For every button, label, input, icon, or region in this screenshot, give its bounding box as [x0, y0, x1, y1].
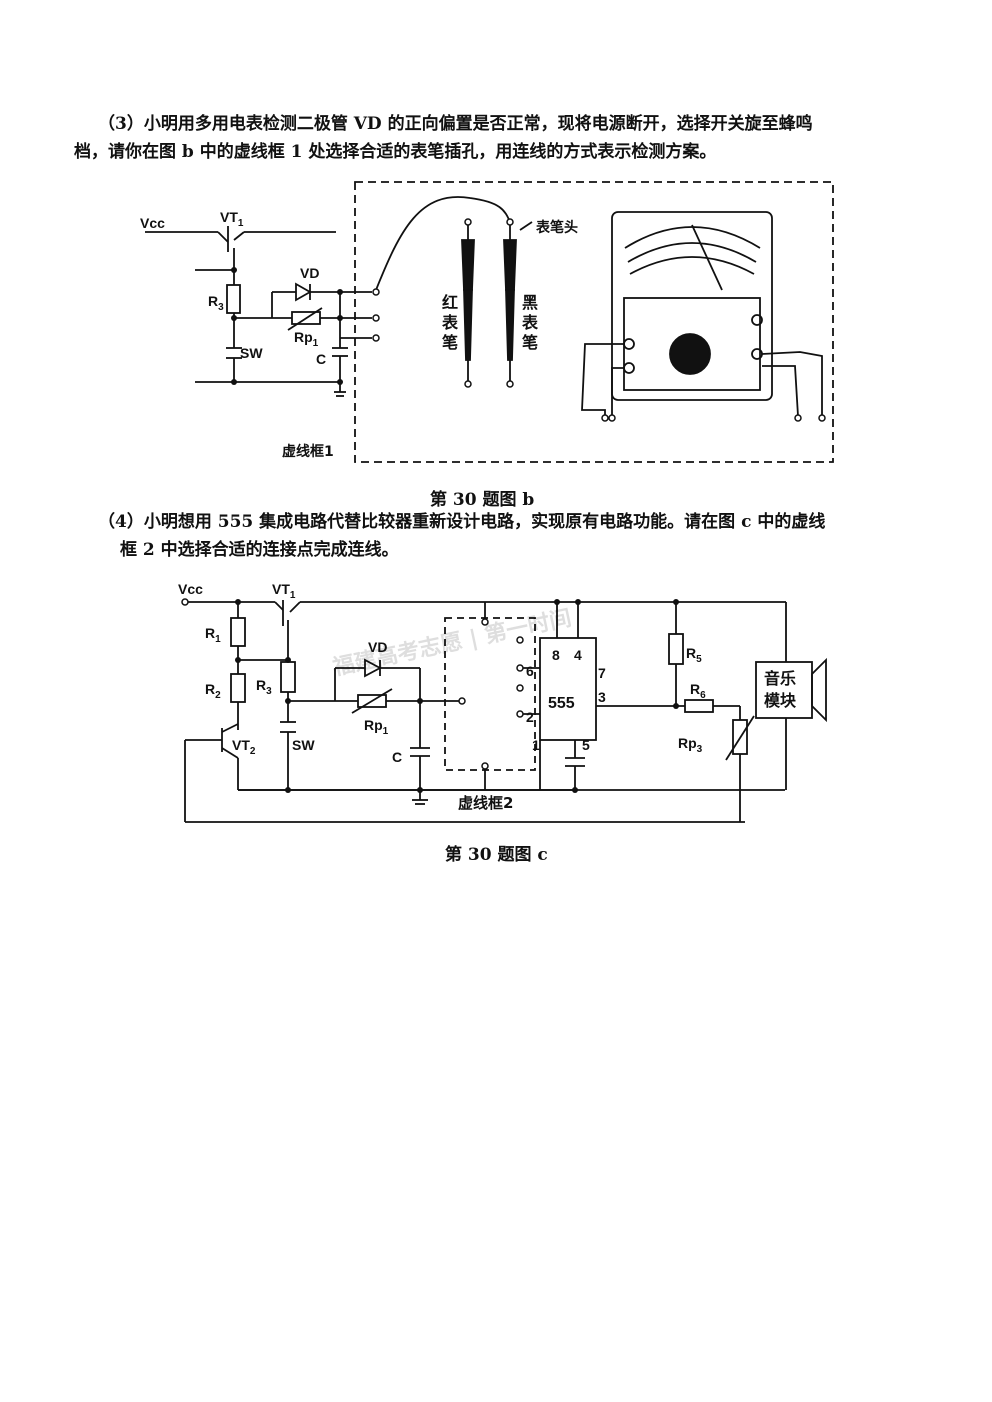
figure-b-caption: 第 30 题图 b: [430, 490, 535, 510]
question-3-line-1: （3）小明用多用电表检测二极管 VD 的正向偏置是否正常，现将电源断开，选择开关…: [98, 114, 813, 134]
fig-b-probe-tip-label: 表笔头: [535, 219, 578, 236]
fig-c-r2-label: R2: [205, 681, 221, 701]
fig-c-pin5: 5: [582, 737, 590, 753]
fig-b-red-probe-3: 笔: [442, 333, 458, 352]
fig-c-music-module-1: 音乐: [764, 669, 796, 688]
fig-c-dashed-box-label: 虚线框2: [458, 794, 513, 812]
figure-c: Vcc VT1 R1 R2 R3 VT2 SW VD Rp1 C 555 6 8…: [178, 581, 827, 823]
fig-c-pin6: 6: [526, 663, 534, 679]
fig-c-555-label: 555: [548, 695, 575, 712]
fig-c-vd-label: VD: [368, 639, 387, 655]
question-3-text: （3）小明用多用电表检测二极管 VD 的正向偏置是否正常，现将电源断开，选择开关…: [74, 110, 918, 166]
fig-c-sw-label: SW: [292, 737, 315, 753]
fig-c-music-module-2: 模块: [764, 691, 797, 710]
fig-b-black-probe-1: 黑: [522, 293, 538, 312]
fig-c-pin1: 1: [532, 737, 540, 753]
fig-c-r6-label: R6: [690, 681, 706, 701]
fig-b-dashed-box-label: 虚线框1: [282, 443, 334, 460]
fig-c-r3-label: R3: [256, 677, 272, 697]
fig-c-vt2-label: VT2: [232, 737, 256, 757]
fig-c-pin3: 3: [598, 689, 606, 705]
fig-c-r1-label: R1: [205, 625, 221, 645]
figure-c-caption: 第 30 题图 c: [445, 845, 548, 865]
fig-b-vcc-label: Vcc: [140, 215, 165, 231]
fig-b-c-label: C: [316, 351, 326, 367]
fig-c-pin8: 8: [552, 647, 560, 663]
fig-b-black-probe-3: 笔: [522, 333, 538, 352]
fig-c-c-label: C: [392, 749, 402, 765]
fig-c-rp1-label: Rp1: [364, 717, 389, 737]
question-3-line-2: 档，请你在图 b 中的虚线框 1 处选择合适的表笔插孔，用连线的方式表示检测方案…: [74, 142, 717, 162]
fig-c-pin7: 7: [598, 665, 606, 681]
question-4-line-1: （4）小明想用 555 集成电路代替比较器重新设计电路，实现原有电路功能。请在图…: [98, 512, 826, 532]
fig-b-vd-label: VD: [300, 265, 319, 281]
question-4-line-2: 框 2 中选择合适的连接点完成连线。: [120, 540, 399, 560]
fig-c-vt1-label: VT1: [272, 581, 296, 601]
fig-b-vt1-label: VT1: [220, 209, 244, 229]
fig-b-rp1-label: Rp1: [294, 329, 319, 349]
fig-b-red-probe-1: 红: [442, 293, 458, 312]
fig-b-black-probe-2: 表: [521, 313, 539, 332]
fig-c-vcc-label: Vcc: [178, 581, 203, 597]
fig-c-r5-label: R5: [686, 645, 702, 665]
fig-c-rp3-label: Rp3: [678, 735, 703, 755]
fig-b-sw-label: SW: [240, 345, 263, 361]
fig-b-r3-label: R3: [208, 293, 224, 313]
figure-b: Vcc VT1 R3 VD Rp1 SW C 表笔头 红 表 笔 黑 表 笔 虚…: [140, 181, 834, 463]
question-4-text: （4）小明想用 555 集成电路代替比较器重新设计电路，实现原有电路功能。请在图…: [98, 508, 918, 564]
fig-b-red-probe-2: 表: [441, 313, 459, 332]
fig-c-pin2: 2: [526, 709, 534, 725]
fig-c-pin4: 4: [574, 647, 582, 663]
